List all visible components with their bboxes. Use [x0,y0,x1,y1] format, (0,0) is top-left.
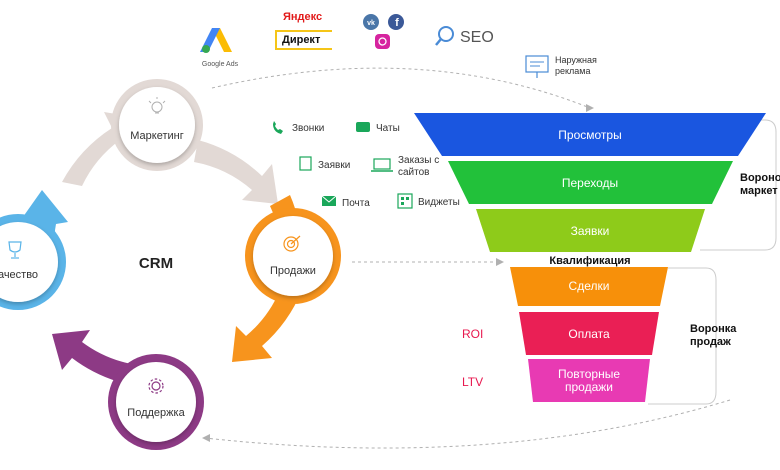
phone-icon [273,121,283,134]
sales-funnel-title-1: Воронка [690,323,737,335]
lightbulb-icon [148,97,166,114]
funnel-stage-deals [510,267,668,306]
node-marketing-label: Маркетинг [130,130,183,142]
qualification-label: Квалификация [549,255,630,267]
gear-icon [148,378,164,394]
channel-chats-label: Чаты [376,123,400,134]
channel-chats: Чаты [356,122,400,134]
sales-funnel-title-2: продаж [690,336,731,348]
billboard-icon [525,55,549,73]
funnel-stage-payment [519,312,659,355]
crm-center-label: CRM [139,255,173,272]
roi-label: ROI [462,327,483,341]
laptop-icon [373,158,391,170]
marketing-funnel-title-2: маркет [740,185,778,197]
channel-mail-label: Почта [342,198,370,209]
channel-requests-label: Заявки [318,160,350,171]
dashed-connectors [204,67,731,449]
seo-label: SEO [460,29,494,46]
node-sales-label: Продажи [270,265,316,277]
sales-funnel-bracket [648,267,717,405]
channel-requests: Заявки [299,156,350,171]
yandex-label: Яндекс [283,11,323,23]
funnel-label-clicks: Переходы [562,176,618,190]
seo-logo: SEO [435,26,494,46]
channel-calls-label: Звонки [292,123,324,134]
form-icon [299,156,312,171]
facebook-icon [388,14,404,30]
funnel-label-repeat-1: Повторные [558,367,620,381]
trophy-icon [8,241,22,259]
node-quality-label: ачество [0,269,38,281]
channel-site-orders-label-2: сайтов [398,167,430,178]
outdoor-label-2: реклама [555,66,591,76]
funnel-stage-clicks [448,161,733,204]
node-support[interactable]: Поддержка [108,354,204,450]
marketing-funnel-title-1: Вороно [740,172,780,184]
node-support-label: Поддержка [127,407,185,419]
ltv-label: LTV [462,375,483,389]
funnel-label-deals: Сделки [569,279,610,293]
channel-site-orders-label-1: Заказы с [398,155,439,166]
funnel-stage-views [414,113,766,156]
connector-arrowhead [496,258,504,266]
channel-calls: Звонки [273,121,324,134]
widget-icon [397,193,413,209]
google-ads-logo: Google Ads [200,28,239,68]
channel-widgets-label: Виджеты [418,197,460,208]
svg-text:f: f [395,17,399,29]
mail-icon [322,196,336,206]
svg-text:vk: vk [367,20,375,27]
channel-widgets: Виджеты [397,193,460,209]
channel-mail: Почта [321,195,370,209]
funnel [414,113,766,402]
connector-arrowhead [586,104,594,112]
google-ads-label: Google Ads [202,61,239,68]
node-quality[interactable]: ачество [0,214,66,310]
marketing-funnel-bracket [700,119,777,251]
connector-arrowhead [202,434,210,442]
social-logos: vk f [363,14,404,49]
direct-label: Директ [275,30,333,50]
target-icon [283,235,301,252]
chat-icon [356,122,370,132]
channel-site-orders: Заказы с сайтов [371,155,439,178]
vk-icon [363,14,379,30]
funnel-stage-repeat [528,359,650,402]
magnifier-icon [438,26,454,42]
funnel-label-repeat-2: продажи [565,380,613,394]
outdoor-ads: Наружная реклама [525,55,597,78]
node-marketing[interactable]: Маркетинг [111,79,203,171]
funnel-label-payment: Оплата [568,327,610,341]
outdoor-label-1: Наружная [555,55,597,65]
instagram-icon [375,34,390,49]
funnel-label-views: Просмотры [558,128,621,142]
funnel-label-requests: Заявки [571,224,610,238]
channels: Звонки Чаты Заявки Заказы с сайтов Почта… [273,121,460,209]
node-sales[interactable]: Продажи [245,208,341,304]
funnel-stage-requests [476,209,705,252]
